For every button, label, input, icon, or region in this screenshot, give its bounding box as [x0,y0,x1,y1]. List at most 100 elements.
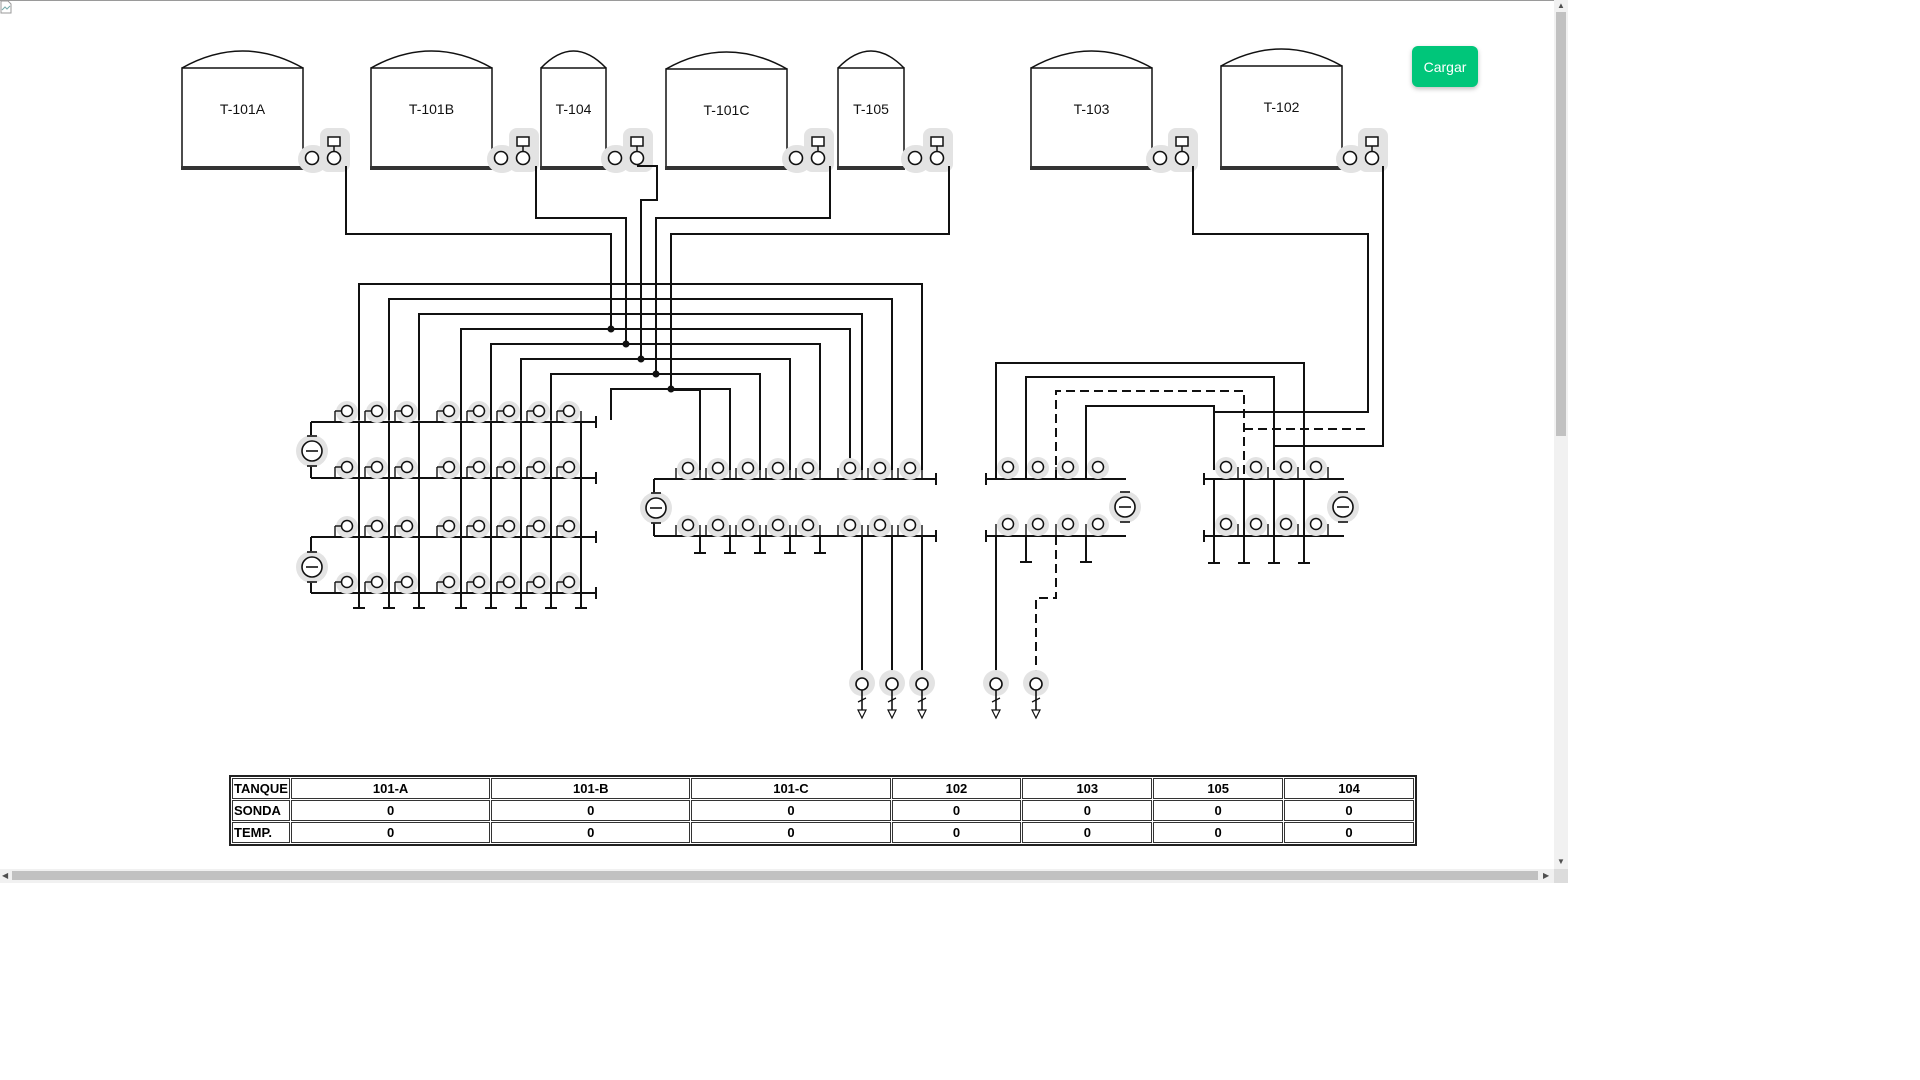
outlet-valve-icon [885,677,899,691]
scroll-up-arrow-icon[interactable]: ▲ [1557,1,1565,10]
horizontal-scrollbar[interactable]: ◀ ▶ [0,869,1554,883]
tank: T-104 [540,50,607,170]
actuator-icon [811,136,825,147]
table-cell: 0 [291,800,491,821]
pipe-junction [652,370,660,378]
manifold-valve [556,516,582,538]
manifold-valve [1055,514,1079,536]
manifold-valve [1305,514,1329,536]
pipe-route [535,166,627,344]
manifold-valve [675,515,701,537]
tank-roof [540,50,607,69]
valve-body-icon [1342,150,1358,166]
valve-icon [370,404,384,418]
valve-icon [1091,517,1105,531]
tank-label: T-101C [704,102,750,118]
outlet-valve [879,670,905,720]
table-cell: 0 [1153,800,1284,821]
actuator-icon [1365,136,1379,147]
manifold-valve [1245,457,1269,479]
outlet-valve [1023,670,1049,720]
manifold-valve [867,458,893,480]
tank-roof [181,50,304,69]
valve-icon [801,461,815,475]
valve-icon [532,460,546,474]
manifold-valve [334,572,360,594]
outlet-valve-icon [1029,677,1043,691]
manifold-valve [765,515,791,537]
pipe-route [490,343,821,470]
manifold-valve [897,515,923,537]
tank-outlet-valve [487,128,539,173]
manifold-valve [394,516,420,538]
horizontal-scroll-thumb[interactable] [12,871,1538,880]
table-header-row: TANQUE 101-A 101-B 101-C 102 103 105 104 [232,778,1414,799]
tank-base [370,166,493,170]
vertical-scrollbar[interactable]: ▲ ▼ [1554,0,1568,869]
table-cell: 0 [1022,822,1153,843]
tank-body [540,67,607,170]
outlet-valve [849,670,875,720]
table-cell: 0 [891,800,1022,821]
tank: T-102 [1220,48,1343,170]
tank-label: T-104 [556,101,592,117]
manifold-valve [334,457,360,479]
table-cell: 0 [1284,822,1414,843]
valve-body-icon [907,150,923,166]
manifold-valve [526,516,552,538]
valve-icon [1309,517,1323,531]
pipe-route [1025,376,1275,479]
tank-roof [665,51,788,70]
scroll-left-arrow-icon[interactable]: ◀ [2,871,9,880]
pump [1109,491,1141,523]
outlet-valve-icon [915,677,929,691]
pipe-route [670,166,950,390]
valve-icon [400,519,414,533]
tank-label: T-103 [1074,101,1110,117]
valve-icon [873,518,887,532]
manifold-valve [436,457,462,479]
manifold-valve [1025,457,1049,479]
valve-icon [472,519,486,533]
outlet-arrow-icon [1031,709,1041,720]
outlet-mark [887,697,897,703]
valve-icon [532,575,546,589]
manifold-valve [334,516,360,538]
pipe-junction [607,325,615,333]
table-row-sonda: SONDA 0 0 0 0 0 0 0 [232,800,1414,821]
valve-icon [711,518,725,532]
row-label: TEMP. [232,822,290,843]
valve-icon [1309,460,1323,474]
valve-icon [340,575,354,589]
valve-icon [1061,460,1075,474]
tank: T-101A [181,50,304,170]
table-cell: 0 [491,800,691,821]
tank-outlet-valve [782,128,834,173]
manifold-valve [795,515,821,537]
tank-outlet-valve [298,128,350,173]
valve-icon [711,461,725,475]
tank: T-101C [665,51,788,170]
load-button[interactable]: Cargar [1412,46,1478,87]
valve-icon [442,575,456,589]
vertical-scroll-thumb[interactable] [1556,12,1566,436]
scroll-right-arrow-icon[interactable]: ▶ [1543,871,1550,880]
table-header-cell: 101-C [691,778,891,799]
valve-icon [1219,460,1233,474]
tank-base [837,166,905,170]
actuator-icon [327,136,341,147]
scroll-down-arrow-icon[interactable]: ▼ [1557,857,1565,866]
pipe-route [610,388,731,470]
valve-highlight [1168,128,1198,172]
valve-icon [442,460,456,474]
pipe-route [358,283,923,470]
manifold-valve [526,572,552,594]
manifold-valve [1215,457,1239,479]
tank-outlet-valve [1336,128,1388,173]
valve-icon [843,518,857,532]
manifold-valve [995,514,1019,536]
tank-label: T-101A [220,101,266,117]
pipe-route [671,389,701,470]
table-row-temp: TEMP. 0 0 0 0 0 0 0 [232,822,1414,843]
